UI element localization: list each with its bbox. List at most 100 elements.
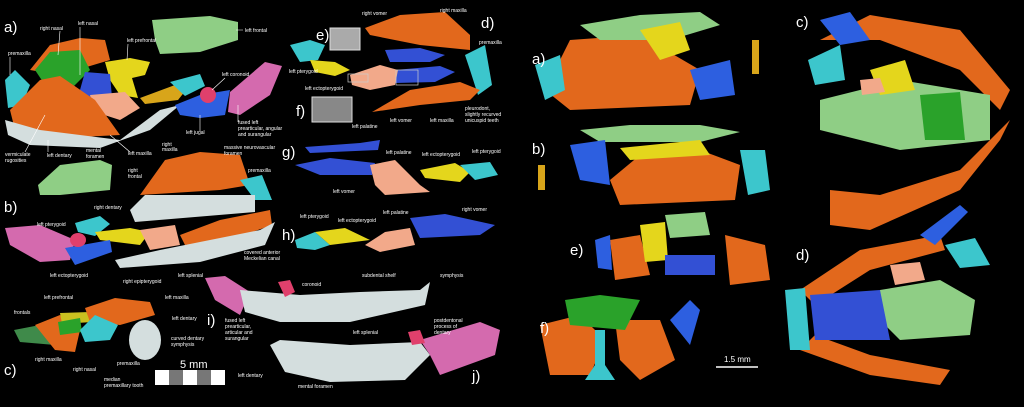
- label-meckel: covered anterior: [244, 250, 280, 256]
- right-maxilla-bone: [140, 152, 250, 195]
- left-frontal-bone: [152, 16, 238, 54]
- left-dentary-bone-c: [129, 320, 161, 360]
- skull-c-palatine: [860, 78, 885, 95]
- label-mental-2: foramen: [86, 154, 105, 160]
- label-premaxilla-b: premaxilla: [248, 168, 271, 174]
- label-fused-3: and surangular: [238, 132, 272, 138]
- left-prefrontal-bone: [105, 58, 150, 98]
- label-left-pterygoid-d: left pterygoid: [289, 69, 318, 75]
- skull-f-nasal: [565, 295, 640, 330]
- label-right-maxilla-2: maxilla: [162, 147, 178, 153]
- palate-view-h: h) left pterygoid left ectopterygoid lef…: [282, 207, 495, 252]
- coronoid-bone-b: [70, 233, 86, 247]
- left-maxilla-bone-c: [85, 298, 155, 325]
- left-maxilla-bone: [10, 76, 120, 138]
- label-vermiculate-2: rugosities: [5, 158, 27, 164]
- label-left-maxilla-c: left maxilla: [165, 295, 189, 301]
- skull-f-blue: [670, 300, 700, 345]
- panel-label-a: a): [4, 19, 17, 36]
- label-right-nasal: right nasal: [40, 26, 63, 32]
- left-ectopterygoid-bone-g: [420, 163, 470, 182]
- vomer-bone-g-top: [305, 140, 380, 153]
- skull-e-right: [725, 235, 770, 285]
- label-fused-i: fused left: [225, 318, 246, 324]
- panel-label-i: i): [207, 312, 215, 329]
- skull-b-maxilla: [610, 150, 740, 205]
- label-left-dentary-j: left dentary: [238, 373, 263, 379]
- skull-d-palatine: [890, 262, 925, 285]
- label-pleurodont: pleurodont,: [465, 106, 490, 112]
- label-left-coronoid: left coronoid: [222, 72, 249, 78]
- label-left-jugal: left jugal: [186, 130, 205, 136]
- panel-label-right-e: e): [570, 242, 583, 259]
- label-pleurodont-3: unicuspid teeth: [465, 118, 499, 124]
- skull-e-purple: [665, 255, 715, 275]
- label-fused-2: prearticular, angular: [238, 126, 283, 132]
- ct-slice-inset-e: [329, 27, 361, 51]
- label-left-ectopterygoid: left ectopterygoid: [50, 273, 88, 279]
- left-palatine-bone-g: [370, 160, 430, 195]
- skull-a-frontal: [580, 12, 720, 40]
- label-right-vomer-d: right vomer: [362, 11, 387, 17]
- skull-d-frontal: [880, 280, 975, 340]
- left-jugal-bone: [175, 90, 230, 118]
- left-palatine-bone-h: [365, 228, 415, 252]
- skull-b-epipterygoid: [538, 165, 545, 190]
- left-vomer-bone-d: [395, 66, 455, 83]
- label-right-maxilla-c: right maxilla: [35, 357, 62, 363]
- left-maxilla-bone-b: [180, 210, 272, 245]
- skull-view-b: b) right maxilla massive neurovascular f…: [4, 142, 280, 285]
- label-foramen-2: foramen: [224, 151, 243, 157]
- label-postdentonal: postdentonal: [434, 318, 463, 324]
- label-left-vomer-d: left vomer: [390, 118, 412, 124]
- panel-label-d: d): [481, 15, 494, 32]
- skull-e-blue: [595, 235, 612, 270]
- label-left-ectopterygoid-g: left ectopterygoid: [422, 152, 460, 158]
- right-vomer-bone-h: [410, 214, 495, 238]
- label-median-2: premaxillary tooth: [104, 383, 144, 389]
- scale-label-right: 1.5 mm: [724, 355, 751, 364]
- mandible-views-ij: i) j) coronoid subdental shelf symphysis…: [205, 273, 500, 390]
- label-fused-i-4: surangular: [225, 336, 249, 342]
- skull-b-yellow: [620, 140, 710, 160]
- skull-d-blue: [920, 205, 968, 245]
- label-right-dentary: right dentary: [94, 205, 122, 211]
- panel-label-h: h): [282, 227, 295, 244]
- label-meckel-2: Meckelian canal: [244, 256, 280, 262]
- label-left-ectopterygoid-h: left ectopterygoid: [338, 218, 376, 224]
- skull-f-left: [540, 315, 605, 375]
- right-figure-panels: a) b) c) d) e) f) 1.5 mm: [532, 12, 1010, 385]
- premaxilla-bone-c: [80, 315, 118, 342]
- label-left-maxilla: left maxilla: [128, 151, 152, 157]
- label-symphysis-i: symphysis: [440, 273, 464, 279]
- skull-e-frontal: [665, 212, 710, 238]
- panel-label-c: c): [4, 362, 17, 379]
- coronoid-bone-j: [408, 330, 425, 345]
- label-left-splenial: left splenial: [178, 273, 203, 279]
- left-pterygoid-bone-g: [460, 162, 498, 180]
- label-left-frontal: left frontal: [245, 28, 267, 34]
- palatine-bone-b: [140, 225, 180, 250]
- skull-b-premaxilla: [740, 150, 770, 195]
- label-subdental-shelf: subdental shelf: [362, 273, 396, 279]
- skull-a-premaxilla: [535, 55, 565, 100]
- left-pterygoid-bone-d: [290, 40, 325, 62]
- right-maxilla-bone-d: [365, 12, 470, 50]
- label-right-frontal: right: [128, 168, 138, 174]
- label-vermiculate: vermiculate: [5, 152, 31, 158]
- label-left-splenial-i: left splenial: [353, 330, 378, 336]
- palate-view-g: g) left palatine left ectopterygoid left…: [282, 140, 501, 195]
- label-left-pterygoid-g: left pterygoid: [472, 149, 501, 155]
- skull-a-epipterygoid: [752, 40, 759, 74]
- panel-label-right-b: b): [532, 141, 545, 158]
- skull-c-jaw-lower: [830, 120, 1010, 230]
- label-symphysis-c-2: symphysis: [171, 342, 195, 348]
- skull-d-jaw-upper: [800, 235, 945, 305]
- left-coronoid-bone: [200, 87, 216, 103]
- skull-c-blue: [820, 12, 870, 45]
- palate-view-d: e) f) d) right vomer right maxilla prema…: [289, 8, 502, 130]
- skull-d-cyan: [945, 238, 990, 268]
- label-right-epipterygoid: right epipterygoid: [123, 279, 162, 285]
- prearticular-bone-b: [5, 225, 75, 262]
